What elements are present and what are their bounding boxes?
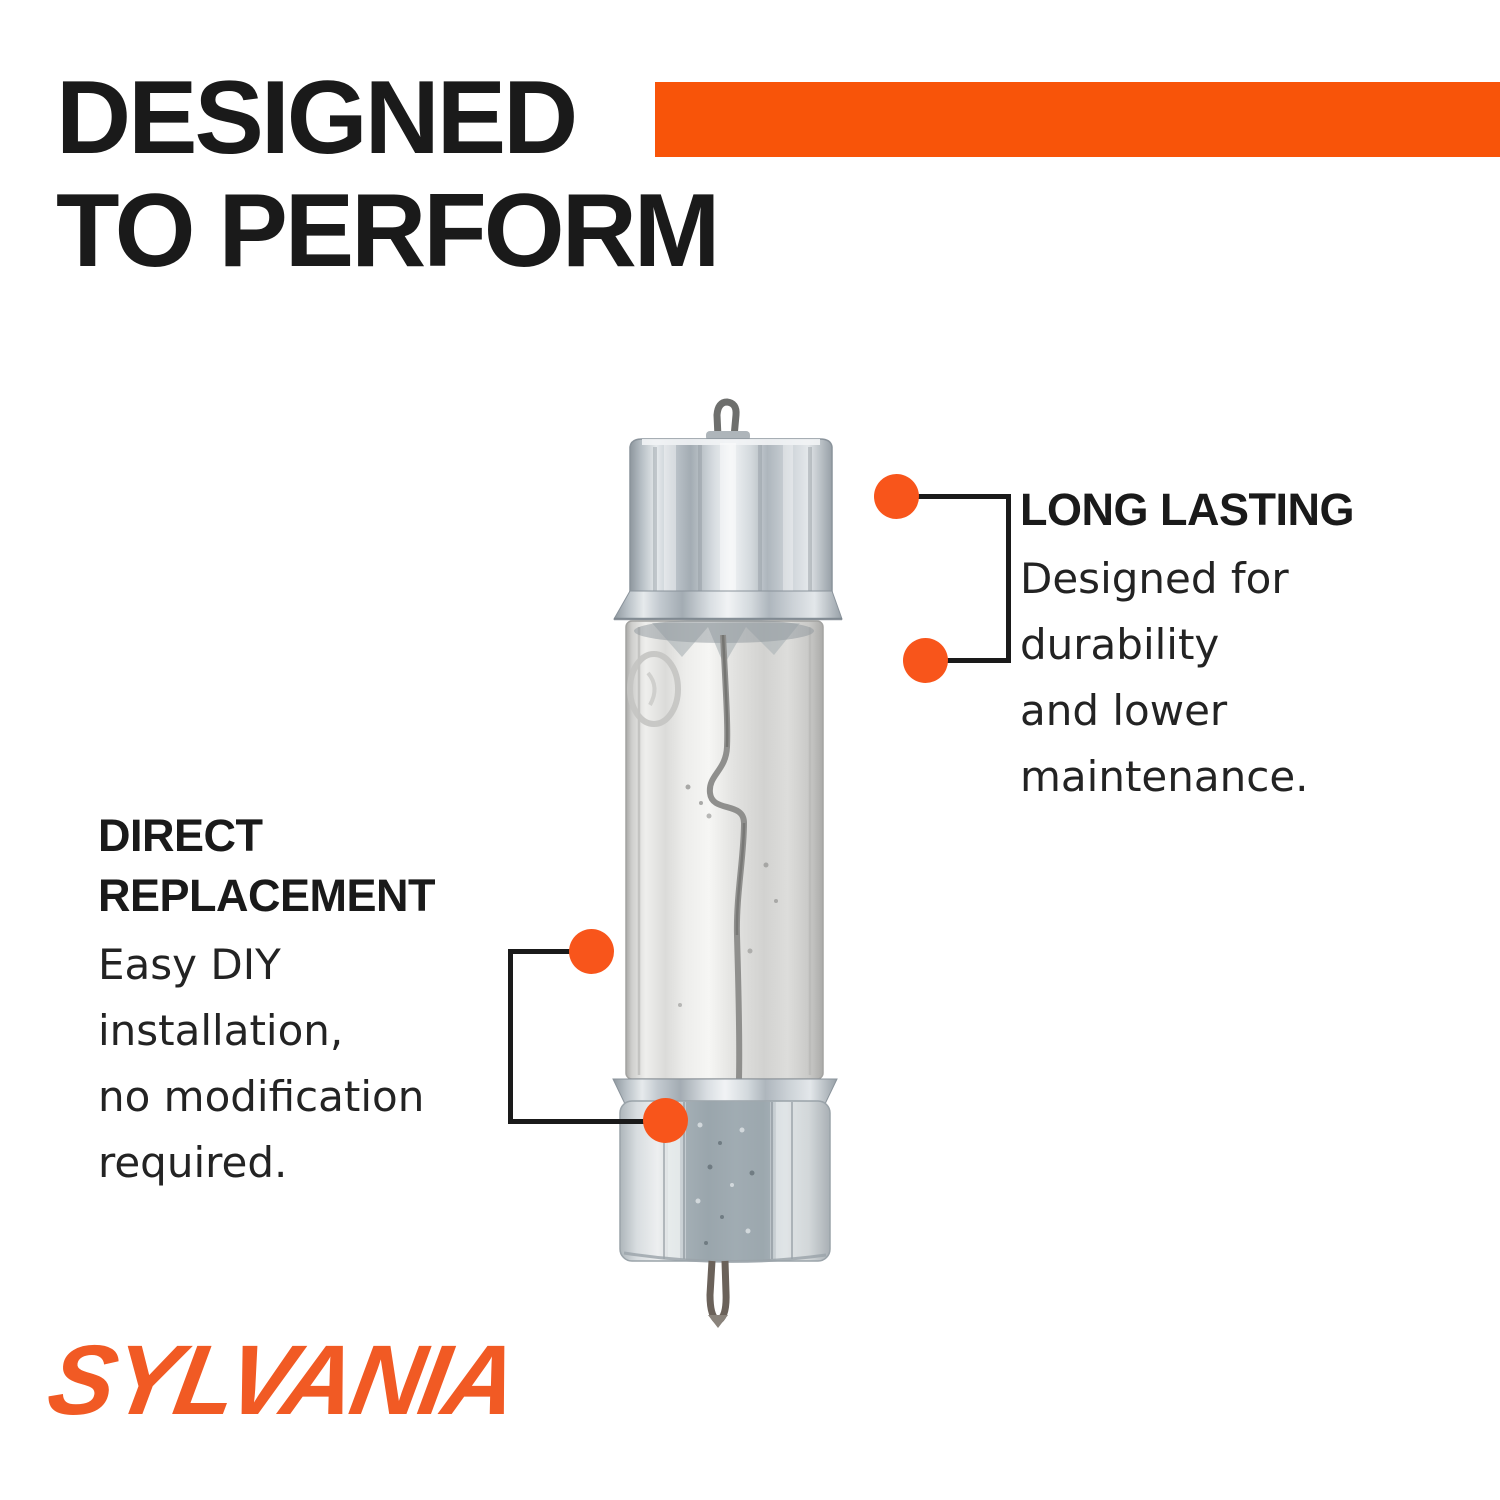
connector-line-right-vertical bbox=[1006, 494, 1011, 663]
page-title: DESIGNED TO PERFORM bbox=[56, 60, 720, 289]
callout-dot-long-lasting-2 bbox=[903, 638, 948, 683]
connector-line-left-top bbox=[508, 949, 592, 954]
callout-direct-replacement-line: no modification bbox=[98, 1072, 425, 1121]
callout-dot-long-lasting-1 bbox=[874, 474, 919, 519]
callout-long-lasting-line: Designed for bbox=[1020, 554, 1289, 603]
sylvania-logo: SYLVANIA bbox=[40, 1324, 524, 1435]
callout-dot-direct-replacement-2 bbox=[643, 1098, 688, 1143]
bulb-top-cap bbox=[613, 438, 843, 621]
page-title-line1: DESIGNED bbox=[56, 60, 578, 176]
callout-long-lasting-line: maintenance. bbox=[1020, 752, 1309, 801]
festoon-bulb-photo bbox=[612, 398, 843, 1328]
connector-line-left-bottom bbox=[508, 1119, 666, 1124]
callout-direct-replacement: DIRECT REPLACEMENT Easy DIY installation… bbox=[98, 806, 436, 1196]
bulb-bottom-wire bbox=[706, 1260, 730, 1328]
callout-direct-replacement-heading-line1: DIRECT bbox=[98, 810, 263, 861]
callout-long-lasting-heading: LONG LASTING bbox=[1020, 484, 1354, 535]
callout-direct-replacement-line: Easy DIY bbox=[98, 940, 281, 989]
bulb-bottom-cap bbox=[612, 1078, 838, 1264]
page-title-line2: TO PERFORM bbox=[56, 173, 720, 289]
callout-dot-direct-replacement-1 bbox=[569, 929, 614, 974]
callout-direct-replacement-heading-line2: REPLACEMENT bbox=[98, 870, 436, 921]
callout-direct-replacement-line: required. bbox=[98, 1138, 288, 1187]
bulb-top-wire-loop bbox=[706, 398, 750, 441]
callout-long-lasting-line: and lower bbox=[1020, 686, 1228, 735]
callout-long-lasting: LONG LASTING Designed for durability and… bbox=[1020, 480, 1354, 810]
connector-line-left-vertical bbox=[508, 949, 513, 1124]
callout-long-lasting-line: durability bbox=[1020, 620, 1220, 669]
accent-bar bbox=[655, 82, 1500, 157]
bulb-glass-tube bbox=[625, 619, 824, 1080]
connector-line-right-bottom bbox=[925, 658, 1011, 663]
connector-line-right-top bbox=[897, 494, 1011, 499]
callout-direct-replacement-line: installation, bbox=[98, 1006, 344, 1055]
